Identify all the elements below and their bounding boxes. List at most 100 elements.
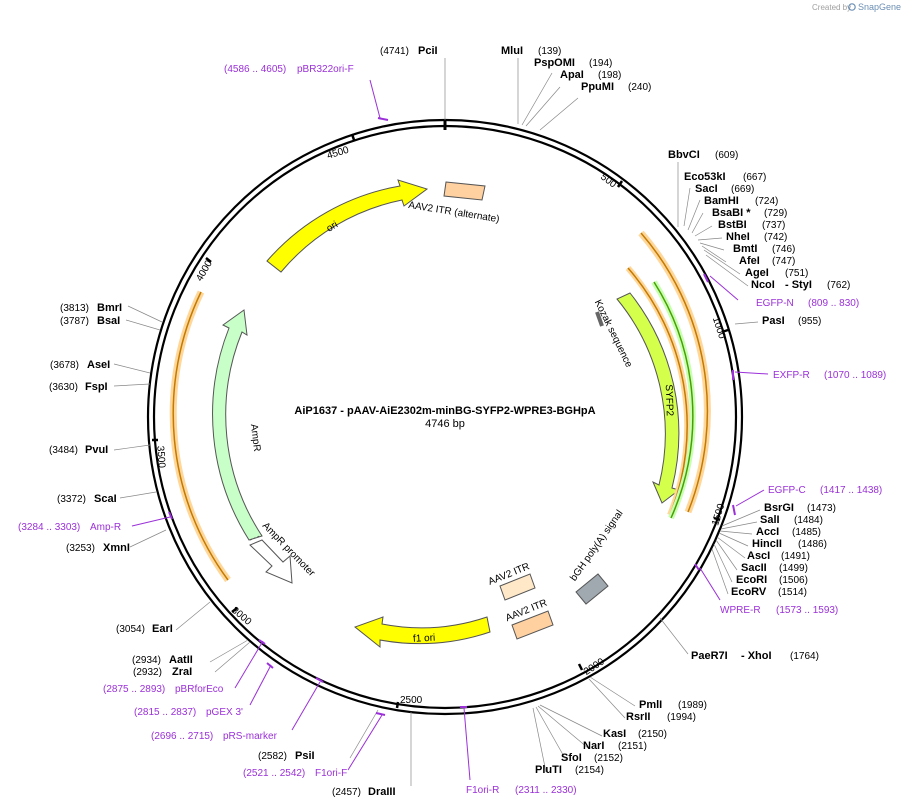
primer-leaders	[131, 79, 769, 781]
enzyme-pos-ppumi: (240)	[628, 82, 651, 93]
enzyme-pos-bsabi: (729)	[764, 208, 787, 219]
enzyme-pos-eco53ki: (667)	[743, 172, 766, 183]
enzyme-name-bsai: BsaI	[97, 315, 120, 327]
enzyme-pos-fspi: (3630)	[49, 382, 78, 393]
primer-name-pbr322ori-f: pBR322ori-F	[297, 64, 354, 75]
enzyme-pos-hincii: (1486)	[798, 539, 827, 550]
enzyme-name-pluti: PluTI	[535, 764, 562, 776]
f1-ori-arrow[interactable]	[353, 616, 491, 649]
enzyme-pos-rsrii: (1994)	[667, 712, 696, 723]
enzyme-name-fspi: FspI	[85, 381, 108, 393]
enzyme-pos-bmti: (746)	[772, 244, 795, 255]
enzyme-name-aatii: AatII	[169, 654, 193, 666]
enzyme-leaders	[113, 58, 761, 786]
aav2-itr-alternate-box[interactable]	[443, 181, 486, 201]
enzyme-name-hincii: HincII	[752, 538, 782, 550]
ori-label: ori	[325, 219, 340, 234]
enzyme-name-asci: AscI	[747, 550, 770, 562]
enzyme-name-bmri: BmrI	[97, 302, 122, 314]
enzyme-name-bbvci: BbvCI	[668, 149, 700, 161]
primer-range-pbrforeco: (2875 .. 2893)	[103, 684, 165, 695]
enzyme-pos-saci: (669)	[731, 184, 754, 195]
enzyme-pos-afei: (747)	[772, 256, 795, 267]
syfp2-label: SYFP2	[663, 384, 675, 416]
bgh-polya-box[interactable]	[575, 573, 609, 605]
enzyme-pos-ecorv: (1514)	[778, 587, 807, 598]
enzyme-pos-aatii: (2934)	[132, 655, 161, 666]
primer-labels: (4586 .. 4605) pBR322ori-F EGFP-N (809 .…	[18, 64, 886, 796]
enzyme-name-bsabi: BsaBI *	[712, 207, 751, 219]
enzyme-name-paer7i: PaeR7I	[691, 650, 728, 662]
enzyme-pos-bmri: (3813)	[60, 303, 89, 314]
primer-range-pgex3: (2815 .. 2837)	[134, 707, 196, 718]
enzyme-pos-asci: (1491)	[781, 551, 810, 562]
enzyme-name-ncoi: NcoI	[751, 279, 775, 291]
enzyme-labels: (4741) PciI MluI (139) PspOMI (194) ApaI…	[49, 45, 850, 798]
ampr-label: AmpR	[248, 423, 262, 452]
enzyme-name-sacii: SacII	[741, 562, 767, 574]
aav2-itr-box-2[interactable]	[511, 610, 554, 640]
primer-name-egfp-n: EGFP-N	[756, 298, 794, 309]
enzyme-name-bamhi: BamHI	[704, 195, 739, 207]
snapgene-credit: Created by SnapGene	[812, 2, 901, 12]
ampr-promoter-arrow[interactable]	[249, 539, 293, 584]
enzyme-pos-pspomi: (194)	[589, 58, 612, 69]
enzyme-name-pcii: PciI	[418, 45, 438, 57]
enzyme-pos-kasi: (2150)	[638, 729, 667, 740]
aav2-itr-box-1[interactable]	[499, 573, 536, 601]
enzyme-pos-sacii: (1499)	[779, 563, 808, 574]
enzyme-name-acci: AccI	[756, 526, 779, 538]
primer-name-wpre-r: WPRE-R	[720, 605, 761, 616]
primer-range-prs-marker: (2696 .. 2715)	[151, 731, 213, 742]
enzyme-name-sali: SalI	[760, 514, 780, 526]
syfp2-arrow[interactable]	[616, 292, 681, 504]
primer-range-amp-r: (3284 .. 3303)	[18, 522, 80, 533]
enzyme-pos-sali: (1484)	[794, 515, 823, 526]
tick-label-3500: 3500	[154, 445, 167, 468]
kozak-marker[interactable]	[595, 311, 604, 327]
snapgene-logo-icon	[848, 3, 856, 11]
credit-brand: SnapGene	[858, 2, 901, 12]
enzyme-name-apai: ApaI	[560, 69, 584, 81]
primer-range-f1ori-r: (2311 .. 2330)	[515, 785, 577, 796]
enzyme-pos-draiii: (2457)	[332, 787, 361, 798]
enzyme-pos-pasi: (955)	[798, 316, 821, 327]
enzyme-name-ppumi: PpuMI	[581, 81, 614, 93]
plasmid-length: 4746 bp	[425, 418, 465, 430]
enzyme-name-rsrii: RsrII	[626, 711, 650, 723]
enzyme-pos-bsai: (3787)	[60, 316, 89, 327]
enzyme-name-pspomi: PspOMI	[534, 57, 575, 69]
enzyme-name-eari: EarI	[152, 623, 173, 635]
enzyme-name-xhoi: - XhoI	[741, 650, 772, 662]
enzyme-pos-psii: (2582)	[258, 751, 287, 762]
enzyme-name-afei: AfeI	[739, 255, 760, 267]
enzyme-name-ecorv: EcoRV	[731, 586, 767, 598]
enzyme-name-psii: PsiI	[295, 750, 315, 762]
enzyme-pos-scai: (3372)	[57, 494, 86, 505]
f1-ori-label: f1 ori	[413, 633, 436, 645]
plasmid-title: AiP1637 - pAAV-AiE2302m-minBG-SYFP2-WPRE…	[294, 405, 595, 430]
enzyme-name-bstbi: BstBI	[718, 219, 747, 231]
tick-label-2500: 2500	[400, 695, 423, 706]
enzyme-pos-bamhi: (724)	[755, 196, 778, 207]
ori-arrow[interactable]	[266, 179, 429, 273]
aav2-itr-alternate-label: AAV2 ITR (alternate)	[408, 200, 501, 225]
enzyme-pos-mlui: (139)	[538, 46, 561, 57]
primer-range-pbr322ori-f: (4586 .. 4605)	[224, 64, 286, 75]
enzyme-pos-pcii: (4741)	[380, 46, 409, 57]
enzyme-name-ecori: EcoRI	[736, 574, 767, 586]
enzyme-pos-ncoi: (762)	[827, 280, 850, 291]
primer-name-f1ori-r: F1ori-R	[466, 785, 499, 796]
ampr-arrow[interactable]	[212, 309, 263, 541]
enzyme-pos-paer7i: (1764)	[790, 651, 819, 662]
bgh-polya-label: bGH poly(A) signal	[568, 508, 625, 583]
enzyme-pos-nari: (2151)	[618, 741, 647, 752]
primer-name-prs-marker: pRS-marker	[223, 731, 278, 742]
primer-name-exfp-r: EXFP-R	[773, 370, 810, 381]
enzyme-pos-bstbi: (737)	[762, 220, 785, 231]
primer-range-exfp-r: (1070 .. 1089)	[824, 370, 886, 381]
enzyme-name-zrai: ZraI	[172, 666, 192, 678]
enzyme-pos-sfoi: (2152)	[594, 753, 623, 764]
enzyme-pos-ecori: (1506)	[779, 575, 808, 586]
enzyme-pos-eari: (3054)	[116, 624, 145, 635]
